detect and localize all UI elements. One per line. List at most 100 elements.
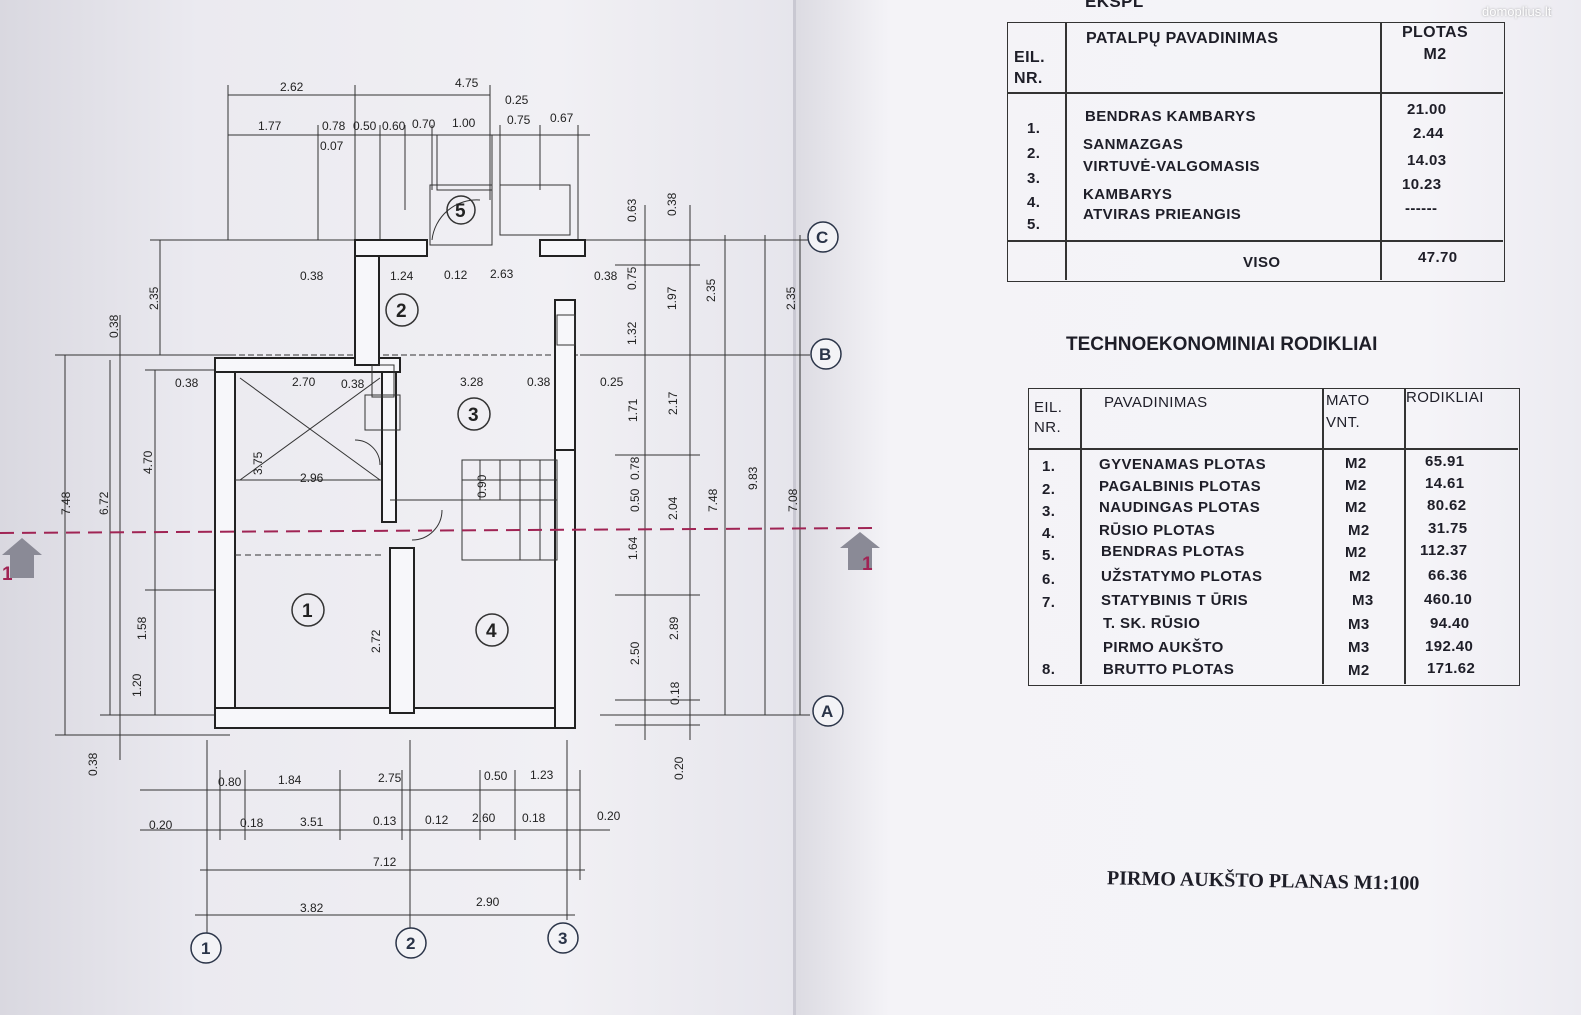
indicator-row-name: UŽSTATYMO PLOTAS bbox=[1101, 568, 1263, 585]
indicator-row-no: 7. bbox=[1042, 594, 1056, 611]
indicator-row-no: 1. bbox=[1042, 458, 1056, 475]
dim-text: 2.96 bbox=[300, 471, 324, 485]
indicator-row-value: 171.62 bbox=[1427, 660, 1476, 677]
section-arrow-right bbox=[840, 532, 880, 570]
indicator-row-unit: M2 bbox=[1345, 544, 1367, 561]
indicator-row-no: 2. bbox=[1042, 481, 1056, 498]
dim-text: 0.25 bbox=[505, 93, 529, 107]
dim-text: 0.50 bbox=[484, 769, 508, 783]
room-circle-2 bbox=[385, 293, 419, 327]
dim-text: 1.20 bbox=[130, 673, 144, 697]
indicator-row-unit: M2 bbox=[1348, 662, 1370, 679]
indicators-header-name: PAVADINIMAS bbox=[1104, 394, 1208, 411]
room-number-2: 2 bbox=[396, 301, 407, 322]
room-row-area: ------ bbox=[1405, 200, 1438, 217]
room-number-5: 5 bbox=[455, 201, 466, 222]
room-row-name: BENDRAS KAMBARYS bbox=[1085, 108, 1256, 125]
axis-number-1: 1 bbox=[201, 939, 210, 958]
axis-letter-b: B bbox=[819, 345, 831, 364]
indicator-row-unit: M2 bbox=[1345, 477, 1367, 494]
dim-text: 3.28 bbox=[460, 375, 484, 389]
dim-text: 2.89 bbox=[667, 616, 681, 640]
indicator-row-value: 94.40 bbox=[1430, 615, 1470, 632]
indicator-row-unit: M2 bbox=[1348, 522, 1370, 539]
dim-text: 1.84 bbox=[278, 773, 302, 787]
dim-text: 0.50 bbox=[628, 488, 642, 512]
dim-text: 0.50 bbox=[353, 119, 377, 133]
dim-text: 7.12 bbox=[373, 855, 397, 869]
dim-text: 3.75 bbox=[251, 451, 265, 475]
dim-text: 1.71 bbox=[626, 398, 640, 422]
room-circle-4 bbox=[475, 613, 509, 647]
room-circle-3 bbox=[457, 397, 491, 431]
axis-markers: C B A 1 2 3 bbox=[190, 221, 844, 964]
indicator-row-unit: M2 bbox=[1345, 455, 1367, 472]
dim-text: 2.72 bbox=[369, 629, 383, 653]
dim-text: 2.70 bbox=[292, 375, 316, 389]
indicators-title: TECHNOEKONOMINIAI RODIKLIAI bbox=[1066, 334, 1378, 355]
section-mark-left: 1 bbox=[2, 564, 13, 585]
dim-text: 7.48 bbox=[59, 491, 73, 515]
dim-text: 0.20 bbox=[672, 756, 686, 780]
table-divider bbox=[1322, 388, 1324, 684]
room-table-header-name: PATALPŲ PAVADINIMAS bbox=[1086, 30, 1279, 47]
section-mark-right: 1 bbox=[862, 554, 873, 575]
room-table-title-partial: EKSPL bbox=[1085, 0, 1144, 11]
room-number-3: 3 bbox=[468, 405, 479, 426]
indicators-header-value: RODIKLIAI bbox=[1406, 389, 1484, 406]
dim-text: 0.38 bbox=[341, 377, 365, 391]
dim-text: 0.07 bbox=[320, 139, 344, 153]
dim-text: 1.58 bbox=[135, 616, 149, 640]
table-divider bbox=[1007, 92, 1503, 94]
room-circle-5 bbox=[446, 195, 476, 225]
indicator-row-name: T. SK. RŪSIO bbox=[1103, 615, 1201, 632]
room-table-header-area: PLOTAS M2 bbox=[1401, 24, 1469, 63]
room-total-value: 47.70 bbox=[1418, 249, 1458, 266]
indicator-row-name: BENDRAS PLOTAS bbox=[1101, 543, 1245, 560]
axis-number-2: 2 bbox=[406, 934, 415, 953]
table-divider bbox=[1080, 388, 1082, 684]
dim-text: 2.35 bbox=[147, 286, 161, 310]
watermark: domoplius.lt bbox=[1482, 4, 1552, 19]
room-row-no: 3. bbox=[1027, 170, 1041, 187]
indicator-row-unit: M2 bbox=[1345, 499, 1367, 516]
dims-top: 2.62 4.75 0.25 1.77 0.78 0.50 0.60 0.70 … bbox=[258, 76, 574, 153]
axis-letter-a: A bbox=[821, 702, 833, 721]
dim-text: 0.38 bbox=[107, 314, 121, 338]
indicator-row-no: 4. bbox=[1042, 525, 1056, 542]
dim-text: 0.12 bbox=[444, 268, 468, 282]
room-number-4: 4 bbox=[486, 621, 497, 642]
dim-text: 0.25 bbox=[600, 375, 624, 389]
indicator-row-name: NAUDINGAS PLOTAS bbox=[1099, 499, 1261, 516]
paper-left-sheet bbox=[0, 0, 795, 1015]
room-row-no: 4. bbox=[1027, 194, 1041, 211]
dims-right: 0.63 0.38 0.75 1.97 2.35 2.35 1.32 1.71 … bbox=[625, 192, 800, 780]
indicator-row-name: PIRMO AUKŠTO bbox=[1103, 639, 1224, 656]
indicator-row-name: BRUTTO PLOTAS bbox=[1103, 661, 1235, 678]
indicator-row-value: 31.75 bbox=[1428, 520, 1468, 537]
indicator-row-value: 80.62 bbox=[1427, 497, 1467, 514]
dim-text: 1.77 bbox=[258, 119, 282, 133]
dim-text: 0.38 bbox=[665, 192, 679, 216]
dim-text: 0.78 bbox=[628, 456, 642, 480]
dim-text: 0.20 bbox=[149, 818, 173, 832]
dim-text: 4.75 bbox=[455, 76, 479, 90]
room-markers: 1 2 3 4 5 bbox=[291, 195, 509, 647]
room-number-1: 1 bbox=[302, 601, 313, 622]
dim-text: 3.82 bbox=[300, 901, 324, 915]
dim-text: 2.50 bbox=[628, 641, 642, 665]
indicator-row-value: 65.91 bbox=[1425, 453, 1465, 470]
indicator-row-name: GYVENAMAS PLOTAS bbox=[1099, 456, 1266, 473]
indicators-table-frame bbox=[1028, 388, 1520, 686]
dim-text: 2.62 bbox=[280, 80, 304, 94]
dim-text: 0.38 bbox=[527, 375, 551, 389]
dim-text: 0.18 bbox=[240, 816, 264, 830]
table-divider bbox=[1380, 22, 1382, 280]
dim-text: 0.80 bbox=[218, 775, 242, 789]
paper-right-sheet bbox=[795, 0, 1581, 1015]
dim-text: 7.08 bbox=[786, 488, 800, 512]
dim-text: 0.60 bbox=[382, 119, 406, 133]
dim-text: 0.90 bbox=[475, 474, 489, 498]
indicator-row-value: 460.10 bbox=[1424, 591, 1473, 608]
room-row-name: KAMBARYS bbox=[1083, 186, 1173, 203]
